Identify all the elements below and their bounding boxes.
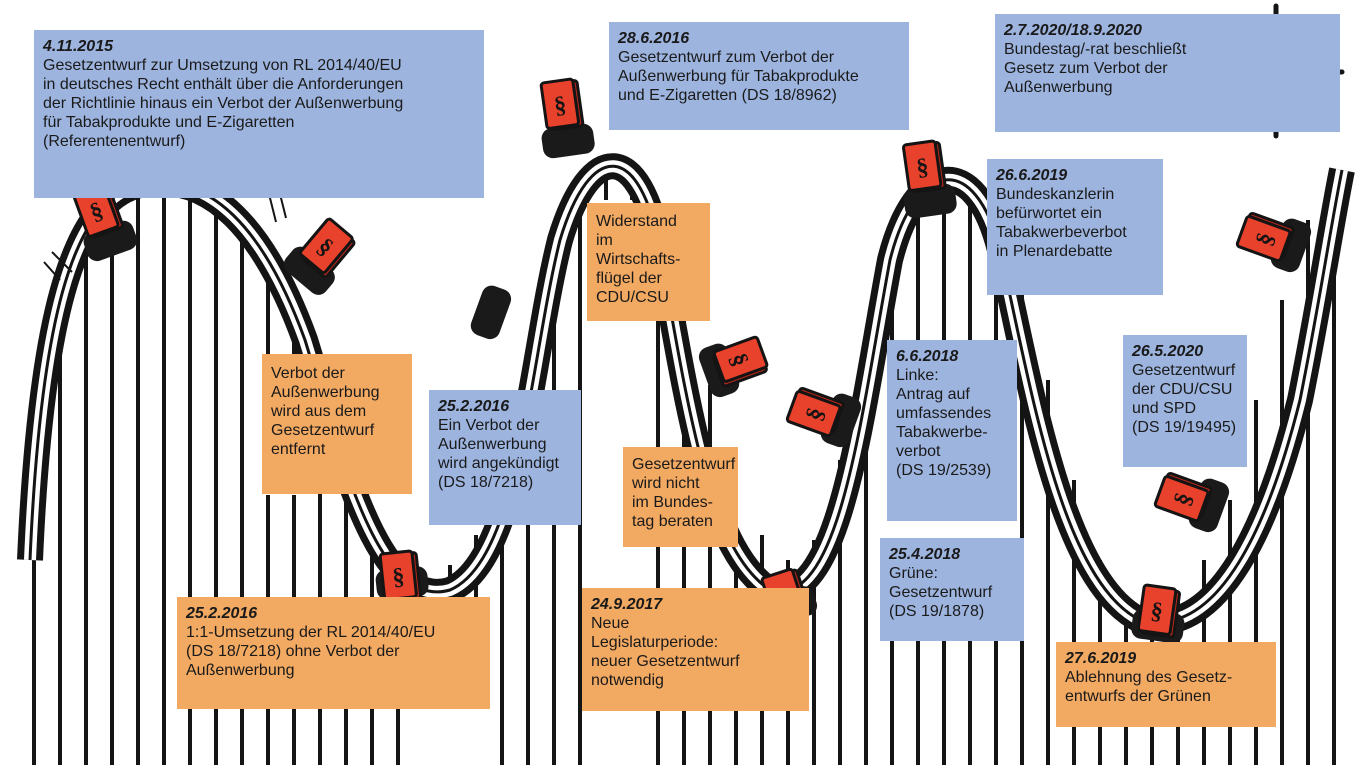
- event-date: 25.2.2016: [438, 398, 510, 415]
- law-book-icon: [901, 138, 947, 195]
- coaster-car-icon: [467, 282, 514, 342]
- event-box-2-7-2020: 2.7.2020/18.9.2020 Bundestag/-rat beschl…: [995, 14, 1340, 132]
- event-text: Gesetzentwurf zur Umsetzung von RL 2014/…: [43, 57, 404, 150]
- coaster-car-6: [696, 334, 771, 400]
- event-box-6-6-2018: 6.6.2018 Linke: Antrag auf umfassendes T…: [887, 340, 1017, 521]
- event-box-28-6-2016: 28.6.2016 Gesetzentwurf zum Verbot der A…: [609, 22, 909, 130]
- coaster-car-11: [1153, 470, 1232, 535]
- event-text: Ein Verbot der Außenwerbung wird angekün…: [438, 417, 559, 491]
- event-date: 6.6.2018: [896, 348, 959, 365]
- event-date: 24.9.2017: [591, 596, 663, 613]
- event-box-nicht-beraten: Gesetzentwurf wird nicht im Bundes- tag …: [623, 447, 738, 547]
- event-box-widerstand: Widerstand im Wirtschafts- flügel der CD…: [587, 203, 710, 321]
- event-date: 28.6.2016: [618, 30, 690, 47]
- law-book-icon: [378, 548, 423, 604]
- event-text: Gesetzentwurf wird nicht im Bundes- tag …: [632, 456, 736, 530]
- event-text: Gesetzentwurf zum Verbot der Außenwerbun…: [618, 49, 859, 104]
- event-text: Verbot der Außenwerbung wird aus dem Ges…: [271, 365, 380, 458]
- event-date: 27.6.2019: [1065, 650, 1137, 667]
- event-box-25-2-2016-angekuendigt: 25.2.2016 Ein Verbot der Außenwerbung wi…: [429, 390, 581, 525]
- event-text: Linke: Antrag auf umfassendes Tabakwerbe…: [896, 367, 992, 479]
- law-book-icon: [1136, 583, 1182, 639]
- event-box-24-9-2017: 24.9.2017 Neue Legislaturperiode: neuer …: [582, 588, 809, 711]
- event-text: Widerstand im Wirtschafts- flügel der CD…: [596, 213, 681, 306]
- law-book-icon: [539, 76, 585, 133]
- event-box-25-2-2016-umsetzung: 25.2.2016 1:1-Umsetzung der RL 2014/40/E…: [177, 597, 490, 709]
- event-date: 26.6.2019: [996, 167, 1068, 184]
- coaster-car-5: [467, 282, 514, 342]
- coaster-car-3: [374, 548, 430, 604]
- event-text: 1:1-Umsetzung der RL 2014/40/EU (DS 18/7…: [186, 624, 436, 679]
- event-box-26-6-2019: 26.6.2019 Bundeskanzlerin befürwortet ei…: [987, 159, 1163, 295]
- event-date: 25.2.2016: [186, 605, 258, 622]
- event-date: 25.4.2018: [889, 546, 961, 563]
- law-book-icon: [785, 385, 846, 439]
- event-box-27-6-2019: 27.6.2019 Ablehnung des Gesetz- entwurfs…: [1056, 642, 1276, 727]
- event-box-26-5-2020: 26.5.2020 Gesetzentwurf der CDU/CSU und …: [1123, 335, 1247, 467]
- event-text: Ablehnung des Gesetz- entwurfs der Grüne…: [1065, 669, 1233, 705]
- event-text: Gesetzentwurf der CDU/CSU und SPD (DS 19…: [1132, 362, 1237, 436]
- event-box-verbot-entfernt: Verbot der Außenwerbung wird aus dem Ges…: [262, 354, 412, 494]
- event-text: Bundeskanzlerin befürwortet ein Tabakwer…: [996, 186, 1127, 260]
- coaster-car-12: [1235, 210, 1314, 275]
- event-text: Grüne: Gesetzentwurf (DS 19/1878): [889, 565, 993, 620]
- event-date: 26.5.2020: [1132, 343, 1204, 360]
- law-book-icon: [1153, 470, 1214, 524]
- event-text: Bundestag/-rat beschließt Gesetz zum Ver…: [1004, 41, 1187, 96]
- coaster-car-4: [539, 76, 596, 160]
- law-book-icon: [1235, 210, 1296, 264]
- event-box-25-4-2018: 25.4.2018 Grüne: Gesetzentwurf (DS 19/18…: [880, 538, 1024, 641]
- event-date: 4.11.2015: [43, 38, 113, 55]
- event-box-4-11-2015: 4.11.2015 Gesetzentwurf zur Umsetzung vo…: [34, 30, 484, 198]
- event-date: 2.7.2020/18.9.2020: [1004, 22, 1142, 39]
- event-text: Neue Legislaturperiode: neuer Gesetzentw…: [591, 615, 740, 689]
